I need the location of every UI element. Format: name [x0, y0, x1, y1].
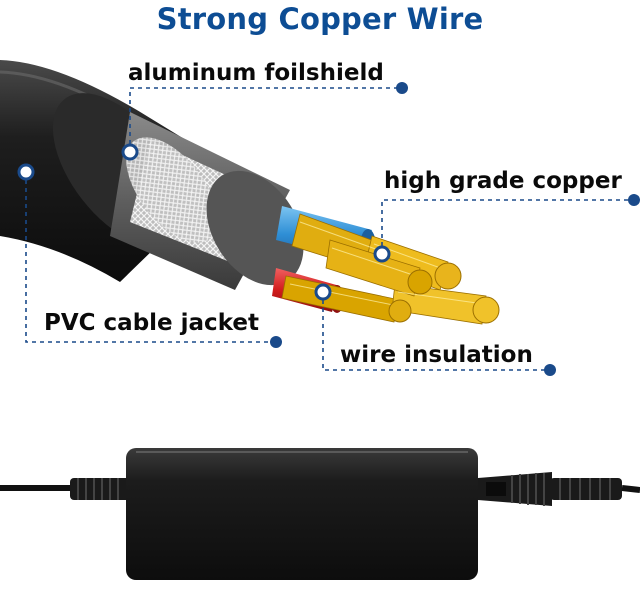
- label-aluminum-foilshield: aluminum foilshield: [124, 60, 388, 86]
- page-title: Strong Copper Wire: [156, 2, 484, 36]
- label-high-grade-copper: high grade copper: [380, 168, 626, 194]
- leader-dots: [17, 82, 640, 376]
- power-adapter: [0, 448, 640, 580]
- label-pvc-cable-jacket: PVC cable jacket: [40, 310, 263, 336]
- leader-lines: [25, 87, 634, 371]
- label-wire-insulation: wire insulation: [336, 342, 537, 368]
